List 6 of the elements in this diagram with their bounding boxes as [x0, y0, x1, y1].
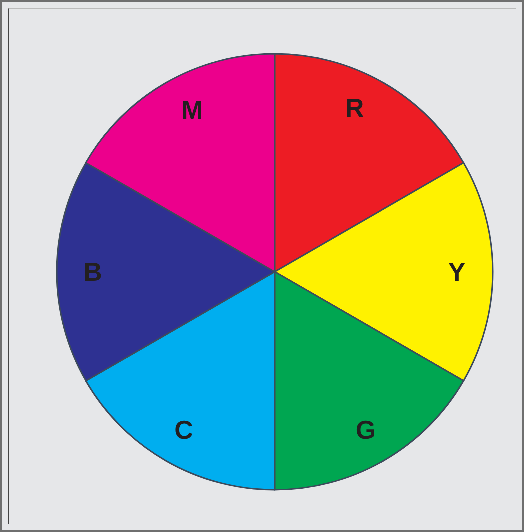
sector-label: M	[182, 96, 204, 123]
sector-label: Y	[448, 259, 466, 285]
sector-label: R	[345, 95, 364, 122]
sector-label: G	[356, 416, 376, 443]
sector-label: C	[174, 416, 194, 443]
sector-label: B	[84, 259, 102, 285]
